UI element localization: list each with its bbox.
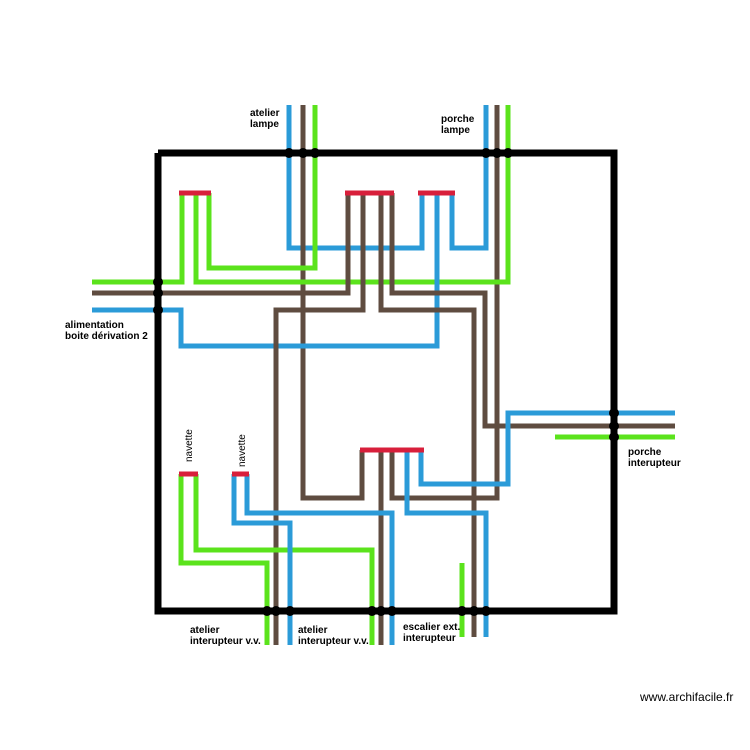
label-atelier-lampe: atelier lampe [250, 108, 280, 130]
wire-earth [92, 193, 185, 285]
wire-phase [418, 410, 675, 487]
wire-phase [244, 474, 395, 645]
wire-phase [231, 474, 293, 645]
wall-crossing [376, 606, 386, 616]
wall-crossing [457, 606, 467, 616]
wire-neutral [92, 193, 351, 296]
label-navette-2: navette [237, 434, 248, 467]
wire-phase [286, 105, 425, 251]
wire-earth [178, 474, 270, 645]
label-porche-interupteur: porche interupteur [628, 447, 681, 469]
wall-crossing [387, 606, 397, 616]
watermark: www.archifacile.fr [640, 690, 734, 704]
label-porche-lampe: porche lampe [441, 114, 475, 136]
wall-crossing [492, 148, 502, 158]
wire-phase [404, 450, 489, 637]
wall-crossing [298, 148, 308, 158]
wire-neutral [273, 193, 366, 645]
wire-earth [206, 105, 318, 271]
wall-crossing [285, 606, 295, 616]
wall [154, 149, 618, 615]
wall-crossing [262, 606, 272, 616]
label-navette-1: navette [184, 429, 195, 462]
wall-crossing [271, 606, 281, 616]
wall-crossing [469, 606, 479, 616]
wall-crossing [609, 421, 619, 431]
wall-crossing [367, 606, 377, 616]
wire-phase [449, 105, 489, 251]
wall-crossing [609, 432, 619, 442]
wall-crossing [481, 148, 491, 158]
label-escalier-interupteur: escalier ext. interupteur [403, 622, 461, 644]
wire-neutral [389, 105, 500, 501]
wire-neutral [378, 193, 477, 637]
wall-crossing [609, 408, 619, 418]
label-atelier-interupteur-1: atelier interupteur v.v. [190, 625, 261, 647]
wall-crossing [153, 288, 163, 298]
wall-crossing [481, 606, 491, 616]
wire-neutral [389, 193, 675, 429]
wire-earth [193, 105, 511, 285]
wire-earth [193, 474, 375, 645]
label-alimentation: alimentation boite dérivation 2 [65, 320, 148, 342]
wall-crossing [284, 148, 294, 158]
wall-crossing [310, 148, 320, 158]
wall-crossing [503, 148, 513, 158]
label-atelier-interupteur-2: atelier interupteur v.v. [298, 625, 369, 647]
wall-crossing [153, 305, 163, 315]
wire-neutral [300, 105, 365, 501]
wall-crossing [153, 277, 163, 287]
